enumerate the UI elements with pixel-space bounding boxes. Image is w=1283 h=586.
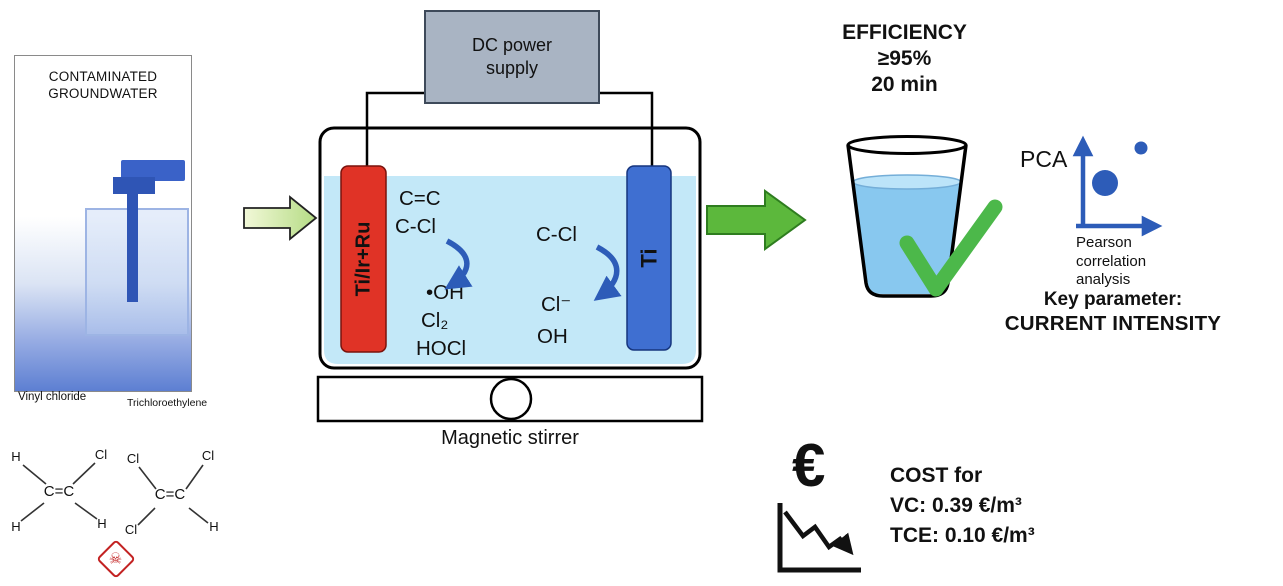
molecule-structures: C=C H Cl H H C=C Cl Cl Cl H — [11, 447, 218, 537]
stirrer-dial — [489, 377, 533, 421]
pca-dot-large — [1092, 170, 1118, 196]
atom-label: H — [11, 519, 20, 534]
cathode-product-2: OH — [537, 325, 568, 348]
cathode-label: Ti — [637, 248, 662, 267]
cost-values-text: COST for VC: 0.39 €/m³ TCE: 0.10 €/m³ — [890, 464, 1035, 547]
pump-body — [113, 177, 155, 194]
wire-right — [594, 91, 654, 174]
hazard-diamond: ☠ — [96, 539, 136, 579]
anode-label: Ti/Ir+Ru — [353, 222, 375, 297]
anode-electrode — [340, 165, 387, 353]
key-parameter-value: CURRENT INTENSITY — [1004, 312, 1222, 335]
bond-lines — [20, 462, 209, 526]
pump-icon — [121, 160, 185, 181]
cathode-product-1: Cl⁻ — [541, 293, 571, 316]
atom-label: Cl — [95, 447, 107, 462]
pca-scatter-icon — [1072, 135, 1163, 237]
atom-label: H — [11, 449, 20, 464]
inflow-arrow-icon — [243, 195, 318, 241]
declining-cost-chart-icon — [777, 503, 861, 573]
atom-label: H — [97, 516, 106, 531]
glass-rim — [846, 135, 968, 155]
efficiency-text: EFFICIENCY ≥95% 20 min — [842, 21, 967, 96]
vc-double-bond: C=C — [44, 483, 75, 500]
anode-product-3: HOCl — [416, 337, 466, 360]
euro-icon: € — [792, 432, 826, 499]
pollutant-label-trichloroethylene: Trichloroethylene — [127, 397, 208, 409]
cathode-reaction-arrow — [593, 244, 622, 301]
stirrer-label: Magnetic stirrer — [441, 427, 579, 449]
treated-water-glass — [846, 135, 1003, 298]
atom-label: Cl — [125, 522, 137, 537]
atom-label: H — [209, 519, 218, 534]
anode-reactant-2: C-Cl — [395, 215, 436, 238]
anode-product-1: •OH — [426, 281, 464, 304]
cathode-electrode — [626, 165, 672, 351]
tce-double-bond: C=C — [155, 486, 186, 503]
skull-crossbones-icon: ☠ — [109, 550, 123, 568]
check-icon — [899, 199, 1003, 297]
pearson-analysis-text: Pearson correlation analysis — [1076, 234, 1147, 288]
cathode-reactant: C-Cl — [536, 223, 577, 246]
chart-axes — [777, 503, 861, 573]
groundwater-title: CONTAMINATED GROUNDWATER — [48, 69, 158, 101]
pca-dot-small — [1134, 141, 1148, 155]
atom-label: Cl — [127, 451, 139, 466]
pca-label: PCA — [1020, 146, 1068, 172]
key-parameter-label: Key parameter: — [1043, 289, 1183, 310]
water-surface — [852, 174, 962, 190]
dc-power-supply-box: DC power supply — [424, 10, 600, 104]
inflow-arrow-shape — [243, 195, 318, 241]
anode-reactant-1: C=C — [399, 187, 441, 210]
outflow-arrow-shape — [706, 189, 807, 251]
anode-reaction-arrow — [444, 238, 473, 290]
outflow-arrow-icon — [706, 189, 807, 251]
glass-outline — [846, 144, 968, 298]
electrolyte-liquid — [324, 176, 696, 364]
electrochemical-cell: Ti/Ir+Ru Ti C=C C-Cl •OH Cl₂ HOCl C-Cl C… — [316, 91, 704, 449]
pollutant-label-vinyl-chloride: Vinyl chloride — [18, 391, 87, 403]
wire-left — [365, 91, 426, 174]
declining-trend-line — [783, 510, 854, 556]
anode-product-2: Cl₂ — [421, 309, 448, 332]
atom-label: Cl — [202, 448, 214, 463]
contaminated-groundwater-box: CONTAMINATED GROUNDWATER — [14, 55, 192, 392]
pump-stem — [127, 194, 138, 302]
